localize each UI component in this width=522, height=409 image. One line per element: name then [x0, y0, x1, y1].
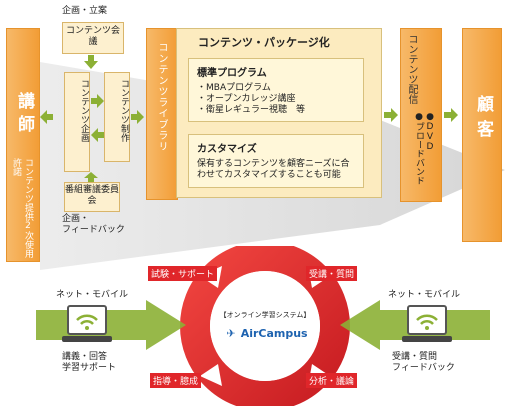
airplane-icon: ✈ — [226, 327, 236, 340]
delivery-item: ●ブロードバンド — [414, 112, 424, 185]
up-arrow-icon — [84, 172, 98, 184]
customize-box: カスタマイズ 保有するコンテンツを顧客ニーズに合わせてカスタマイズすることも可能 — [188, 134, 364, 188]
standard-item: ・MBAプログラム — [197, 83, 271, 93]
laptop-wifi-icon — [402, 305, 452, 342]
system-label: 【オンライン学習システム】 — [219, 311, 311, 319]
cycle-top-right-label: 受講・質問 — [306, 266, 358, 281]
cycle-bottom-right-label: 分析・議論 — [306, 373, 358, 388]
brand-name: AirCampus — [240, 327, 308, 340]
right-arrow-icon — [384, 108, 398, 122]
review-committee-label: 番組審議委員会 — [65, 185, 120, 206]
cycle-top-left-label: 試験・サポート — [148, 266, 218, 281]
content-planning-label: コンテンツ企画 — [79, 79, 89, 142]
learning-cycle-ring — [180, 246, 350, 406]
customer-title: 顧客 — [473, 95, 493, 145]
right-network-label: ネット・モバイル — [388, 290, 461, 300]
planning-feedback-label: 企画・ フィードバック — [62, 214, 125, 235]
left-network-label: ネット・モバイル — [56, 290, 129, 300]
aircampus-logo: ✈ AirCampus — [222, 322, 312, 341]
left-arrow-icon — [91, 128, 104, 142]
cycle-bottom-left-label: 指導・臆成 — [150, 373, 202, 388]
down-arrow-icon — [84, 55, 98, 69]
content-library-column — [146, 28, 178, 200]
delivery-column — [400, 28, 442, 202]
customize-title: カスタマイズ — [197, 144, 257, 155]
right-arrow-icon — [91, 94, 104, 108]
instructor-column — [6, 28, 40, 262]
content-meeting-label: コンテンツ会議 — [65, 26, 120, 47]
right-device-caption: 受講・質問 フィードバック — [392, 352, 455, 373]
left-arrow-icon — [40, 110, 53, 124]
left-device-caption: 講義・回答 学習サポート — [62, 352, 117, 373]
customer-column — [462, 28, 502, 242]
standard-program-box: 標準プログラム ・MBAプログラム ・オープンカレッジ講座 ・衛星レギュラー視聴… — [188, 58, 364, 122]
standard-program-title: 標準プログラム — [197, 68, 267, 79]
standard-item: ・オープンカレッジ講座 — [197, 94, 296, 104]
right-arrow-icon — [444, 108, 458, 122]
right-arrow-icon — [131, 110, 144, 124]
standard-item: ・衛星レギュラー視聴 等 — [197, 105, 306, 115]
package-title: コンテンツ・パッケージ化 — [198, 36, 330, 49]
delivery-label: コンテンツ配信 — [406, 34, 417, 104]
content-planning-box: コンテンツ企画 — [64, 72, 90, 172]
content-library-label: コンテンツライブラリ — [156, 42, 167, 152]
content-meeting-box: コンテンツ会議 — [62, 22, 124, 54]
content-production-label: コンテンツ制作 — [119, 79, 129, 142]
laptop-wifi-icon — [62, 305, 112, 342]
delivery-item: ●DVD — [425, 112, 435, 152]
review-committee-box: 番組審議委員会 — [64, 182, 120, 212]
instructor-title: 講師 — [14, 92, 34, 138]
customize-text: 保有するコンテンツを顧客ニーズに合わせてカスタマイズすることも可能 — [197, 159, 350, 180]
planning-top-label: 企画・立案 — [62, 6, 108, 16]
content-production-box: コンテンツ制作 — [104, 72, 130, 162]
instructor-subtitle: コンテンツ提供2次使用許諾 — [11, 158, 33, 258]
